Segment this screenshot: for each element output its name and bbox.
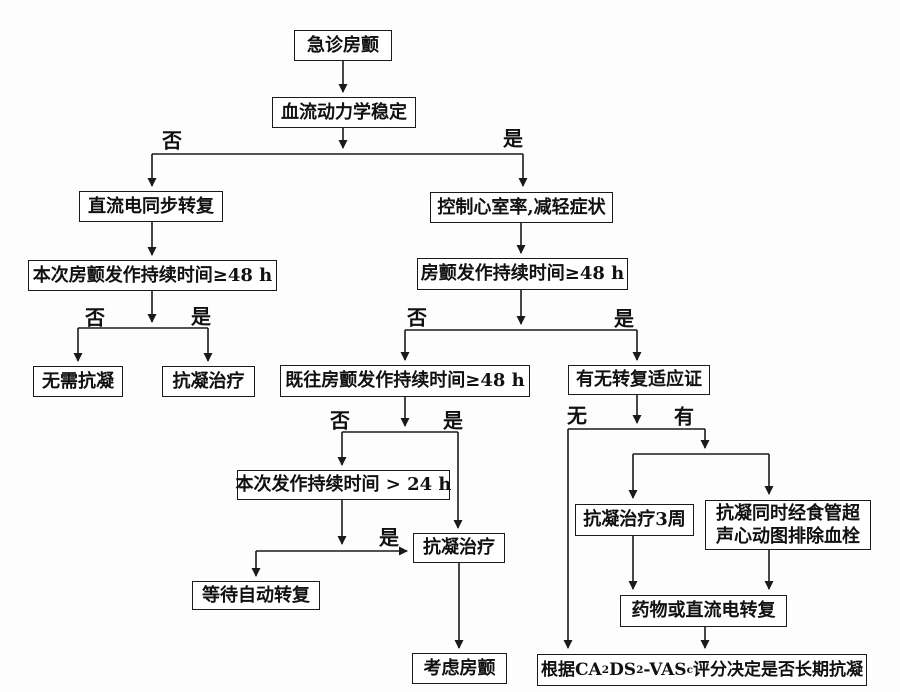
edge-label-indication-yes: 有 bbox=[674, 404, 694, 429]
edge-label-gt24-yes: 是 bbox=[379, 525, 399, 550]
node-hemodynamic-stable: 血流动力学稳定 bbox=[272, 97, 416, 128]
node-drug-or-dc-conversion: 药物或直流电转复 bbox=[620, 595, 787, 627]
chads-ds: DS bbox=[609, 659, 637, 680]
edge-label-af48-yes: 是 bbox=[614, 306, 634, 331]
node-anticoagulation-therapy-mid: 抗凝治疗 bbox=[413, 533, 505, 563]
node-rate-control: 控制心室率,减轻症状 bbox=[430, 192, 613, 223]
node-consider-af: 考虑房颤 bbox=[412, 653, 507, 684]
node-no-anticoagulation: 无需抗凝 bbox=[33, 366, 123, 397]
node-emergency-af: 急诊房颤 bbox=[294, 30, 392, 61]
chads-vas: -VAS bbox=[643, 659, 687, 680]
tee-line1: 抗凝同时经食管超 bbox=[716, 503, 860, 524]
node-anticoagulation-therapy-left: 抗凝治疗 bbox=[162, 366, 255, 397]
node-previous-af-duration-ge48h: 既往房颤发作持续时间≥48 h bbox=[280, 365, 530, 397]
chads-suffix: 评分决定是否长期抗凝 bbox=[693, 659, 863, 680]
node-af-duration-ge48h: 房颤发作持续时间≥48 h bbox=[417, 258, 628, 290]
node-tee-exclude-thrombus: 抗凝同时经食管超 声心动图排除血栓 bbox=[705, 500, 871, 550]
node-cardioversion-indication: 有无转复适应证 bbox=[568, 365, 710, 395]
tee-line2: 声心动图排除血栓 bbox=[716, 526, 860, 547]
edge-label-hemo-yes: 是 bbox=[503, 126, 523, 151]
node-wait-auto-conversion: 等待自动转复 bbox=[192, 581, 320, 610]
node-dc-sync-cardioversion: 直流电同步转复 bbox=[79, 191, 223, 222]
edge-label-prev48-yes: 是 bbox=[443, 408, 463, 433]
edge-label-cur48-no: 否 bbox=[85, 305, 105, 330]
edge-label-prev48-no: 否 bbox=[330, 408, 350, 433]
edge-label-hemo-no: 否 bbox=[162, 128, 182, 153]
edge-label-indication-none: 无 bbox=[567, 403, 587, 428]
node-current-episode-gt24h: 本次发作持续时间 > 24 h bbox=[235, 470, 452, 500]
chads-prefix: 根据CA bbox=[541, 659, 602, 680]
edge-label-af48-no: 否 bbox=[407, 305, 427, 330]
node-current-af-duration-ge48h: 本次房颤发作持续时间≥48 h bbox=[28, 260, 277, 291]
node-anticoagulation-3-weeks: 抗凝治疗3周 bbox=[575, 504, 694, 536]
edge-label-cur48-yes: 是 bbox=[191, 304, 211, 329]
